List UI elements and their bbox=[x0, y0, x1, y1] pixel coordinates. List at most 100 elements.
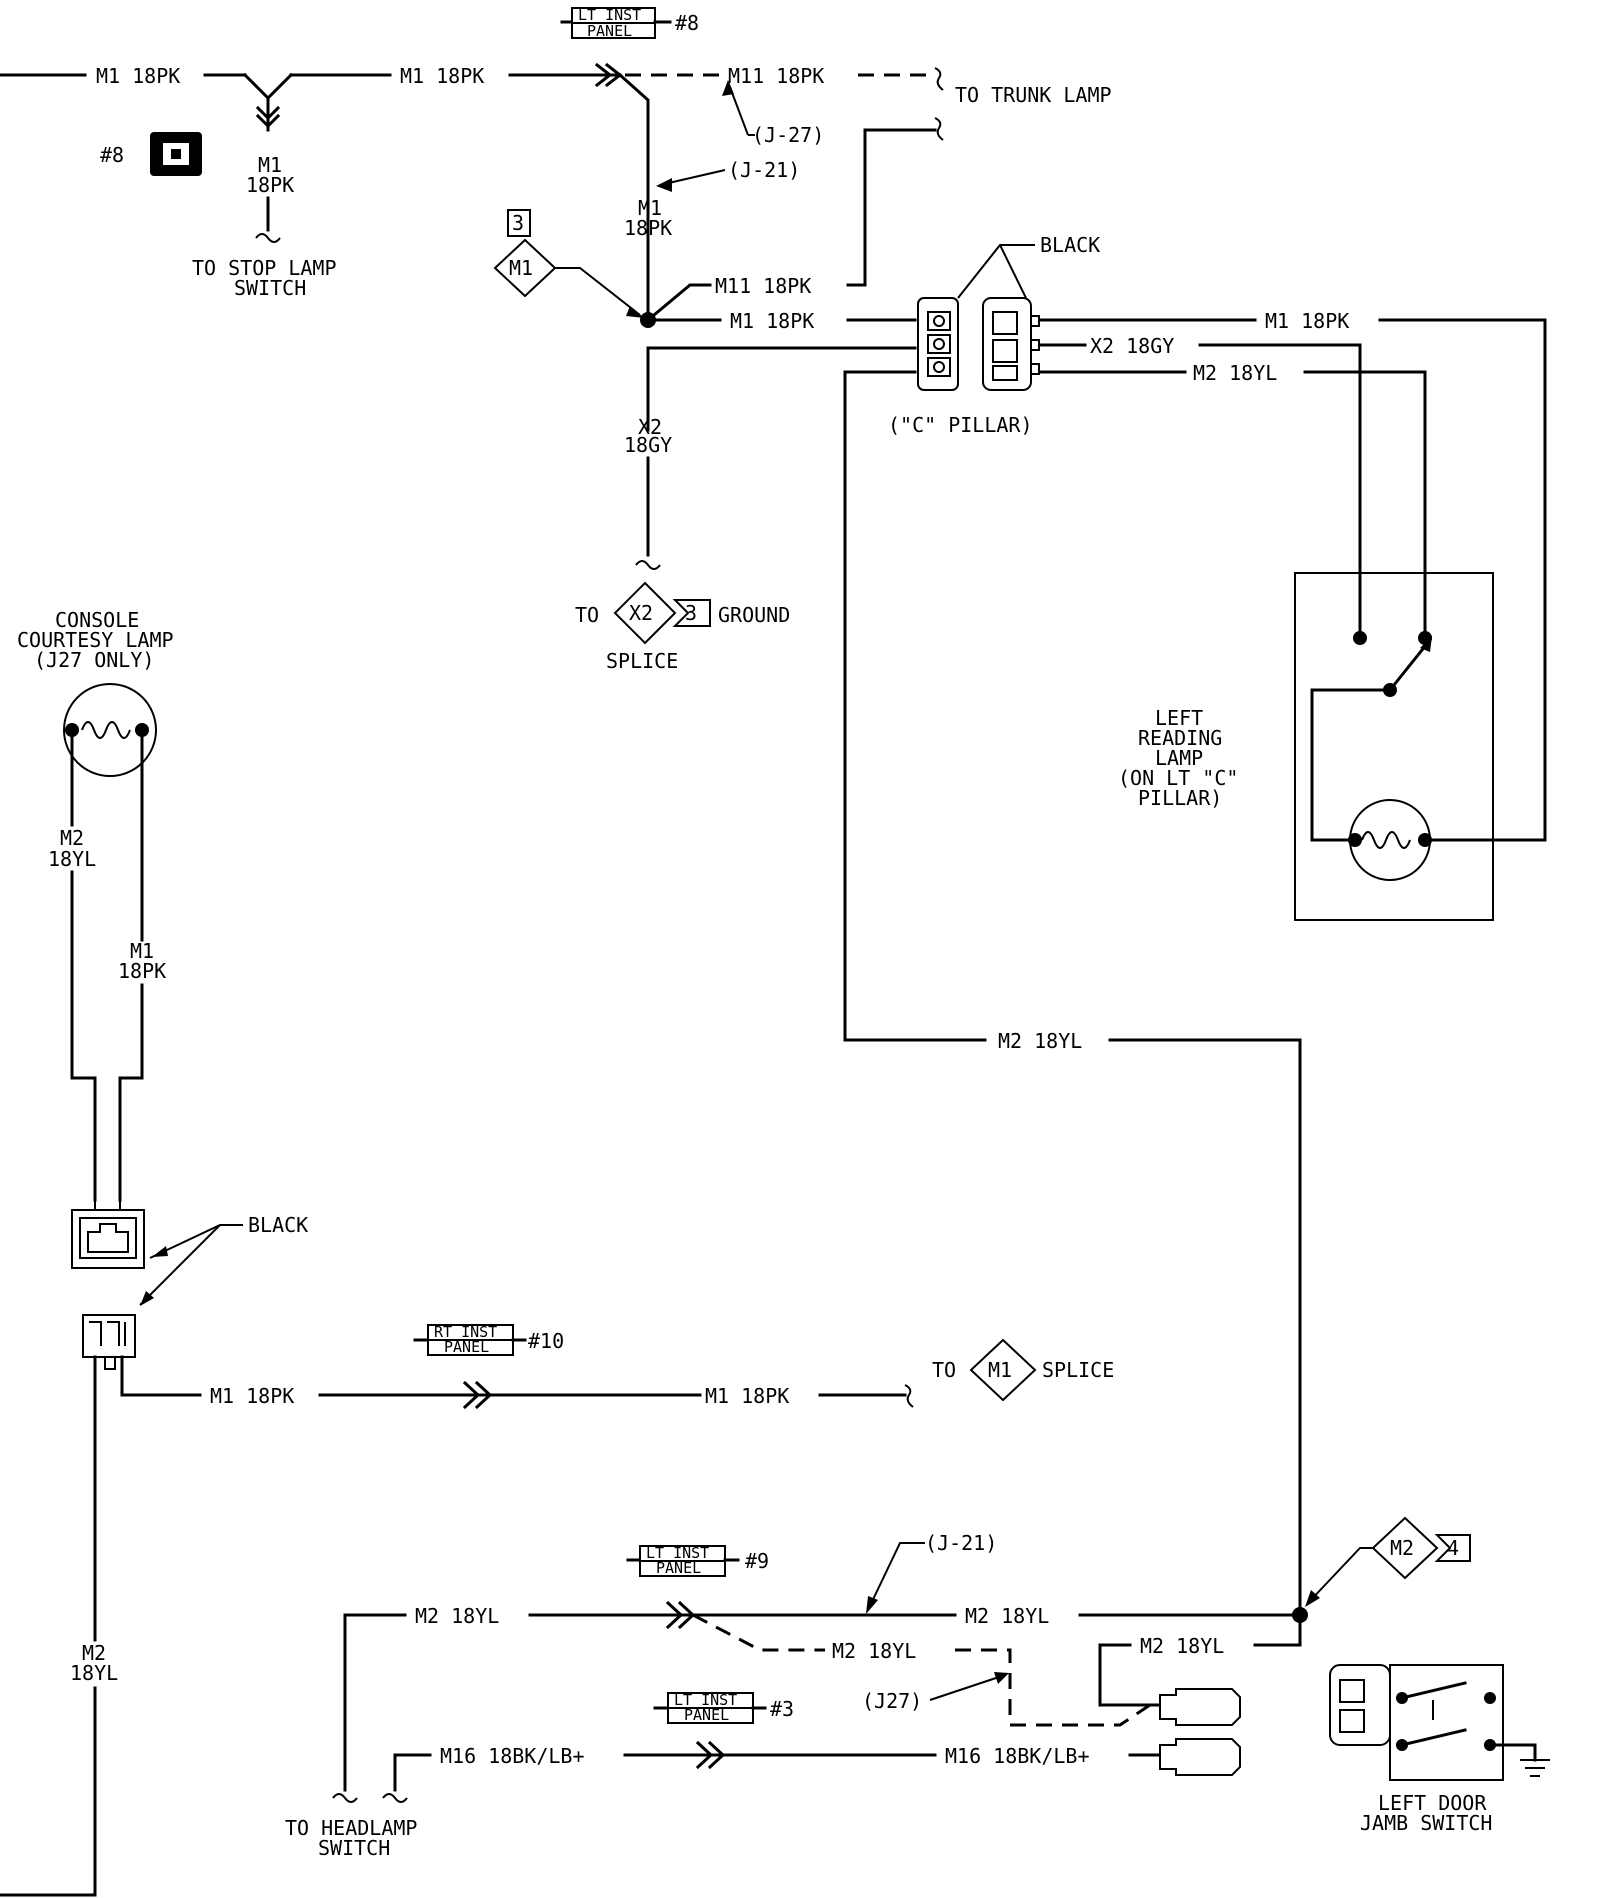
svg-text:18GY: 18GY bbox=[624, 433, 672, 457]
svg-text:SWITCH: SWITCH bbox=[318, 1836, 390, 1860]
wire-label-m16-left: M16 18BK/LB+ bbox=[440, 1744, 585, 1768]
svg-text:PANEL: PANEL bbox=[684, 1706, 729, 1724]
wire-label-m2-j27-dashed: M2 18YL bbox=[832, 1639, 916, 1663]
wire-label-m11-trunk: M11 18PK bbox=[728, 64, 824, 88]
splice-x2-diamond bbox=[613, 581, 677, 645]
variant-label-j21-bottom: (J-21) bbox=[925, 1531, 997, 1555]
to-headlamp-label: TO HEADLAMP bbox=[285, 1816, 417, 1840]
wire-label-m1-cpillar: M1 18PK bbox=[1265, 309, 1349, 333]
arrow-head-icon bbox=[626, 306, 644, 318]
reading-lamp-label: LEFT bbox=[1155, 706, 1203, 730]
console-lamp-label: CONSOLE bbox=[55, 608, 139, 632]
svg-text:18PK: 18PK bbox=[246, 173, 294, 197]
inline-connector-chevron bbox=[594, 62, 613, 88]
to-trunk-lamp-label: TO TRUNK LAMP bbox=[955, 83, 1112, 107]
console-lamp-bulb-icon bbox=[63, 683, 157, 777]
wire-label-m2-bottom-left: M2 18YL bbox=[415, 1604, 499, 1628]
svg-text:X2: X2 bbox=[629, 601, 653, 625]
wire-label-m1-splice-out: M1 18PK bbox=[730, 309, 814, 333]
svg-text:SWITCH: SWITCH bbox=[234, 276, 306, 300]
svg-text:(J27 ONLY): (J27 ONLY) bbox=[34, 648, 154, 672]
splice-label-x2: SPLICE bbox=[606, 649, 678, 673]
svg-text:TO: TO bbox=[575, 603, 599, 627]
reading-lamp-circuit: M1 18PK X2 18GY M2 18YL LEFT READING LAM… bbox=[1038, 309, 1547, 921]
arrow-head-icon bbox=[866, 1596, 878, 1614]
wire-label-m2-cpillar: M2 18YL bbox=[1193, 361, 1277, 385]
wire-label-m1-top-mid: M1 18PK bbox=[400, 64, 484, 88]
svg-text:3: 3 bbox=[685, 601, 697, 625]
wire-label-m2-to-terminal: M2 18YL bbox=[1140, 1634, 1224, 1658]
ground-label: GROUND bbox=[718, 603, 790, 627]
wire-label-m2-bottom-right: M2 18YL bbox=[965, 1604, 1049, 1628]
variant-label-j27: (J-27) bbox=[752, 123, 824, 147]
console-courtesy-lamp: CONSOLE COURTESY LAMP (J27 ONLY) M2 18YL… bbox=[0, 608, 1114, 1897]
top-m1-circuit: M1 18PK M1 18PK M11 18PK TO TRUNK LAMP (… bbox=[0, 6, 1112, 300]
svg-text:LAMP: LAMP bbox=[1155, 746, 1203, 770]
splice-label-m1: SPLICE bbox=[1042, 1358, 1114, 1382]
svg-text:PILLAR): PILLAR) bbox=[1138, 786, 1222, 810]
connector-num-9: #9 bbox=[745, 1549, 769, 1573]
arrow-head-icon bbox=[722, 80, 734, 96]
m2-return-wire: M2 18YL bbox=[843, 370, 1302, 1617]
splice-m2-diamond bbox=[1371, 1516, 1439, 1580]
svg-text:M2: M2 bbox=[60, 826, 84, 850]
svg-text:18YL: 18YL bbox=[70, 1661, 118, 1685]
connector-num-3: #3 bbox=[770, 1697, 794, 1721]
wire-label-m1-console: M1 18PK bbox=[210, 1384, 294, 1408]
svg-text:M1: M1 bbox=[130, 939, 154, 963]
variant-label-j21-top: (J-21) bbox=[728, 158, 800, 182]
wire-label-m11-mid: M11 18PK bbox=[715, 274, 811, 298]
variant-label-j27-bottom: (J27) bbox=[862, 1689, 922, 1713]
switch-arrow-icon bbox=[1420, 636, 1432, 652]
arrow-head-icon bbox=[1305, 1590, 1320, 1607]
svg-text:M1: M1 bbox=[638, 196, 662, 220]
svg-text:TO: TO bbox=[932, 1358, 956, 1382]
black-label-top: BLACK bbox=[1040, 233, 1100, 257]
svg-text:LT INST: LT INST bbox=[646, 1544, 709, 1562]
wire-label-x2-cpillar: X2 18GY bbox=[1090, 334, 1174, 358]
black-label-lower: BLACK bbox=[248, 1213, 308, 1237]
svg-text:PANEL: PANEL bbox=[444, 1338, 489, 1356]
door-jamb-terminal-upper bbox=[1159, 1688, 1241, 1726]
svg-text:PANEL: PANEL bbox=[587, 22, 632, 40]
c-pillar-label: ("C" PILLAR) bbox=[888, 413, 1033, 437]
svg-text:M1: M1 bbox=[988, 1358, 1012, 1382]
svg-text:(ON LT "C": (ON LT "C" bbox=[1118, 766, 1238, 790]
svg-text:3: 3 bbox=[512, 211, 524, 235]
connector-num-10: #10 bbox=[528, 1329, 564, 1353]
arrow-head-icon bbox=[140, 1291, 154, 1306]
arrow-head-icon bbox=[656, 178, 672, 192]
svg-text:18YL: 18YL bbox=[48, 847, 96, 871]
wire-label-m2-return: M2 18YL bbox=[998, 1029, 1082, 1053]
arrow-head-icon bbox=[994, 1672, 1009, 1684]
svg-text:RT INST: RT INST bbox=[434, 1323, 497, 1341]
svg-text:4: 4 bbox=[1447, 1536, 1459, 1560]
svg-text:JAMB SWITCH: JAMB SWITCH bbox=[1360, 1811, 1492, 1835]
reading-lamp-housing bbox=[1294, 572, 1494, 921]
splice-m1-diamond bbox=[493, 238, 557, 298]
svg-text:M2: M2 bbox=[1390, 1536, 1414, 1560]
c-pillar-connector: BLACK ("C" PILLAR) bbox=[888, 233, 1100, 437]
svg-text:M1: M1 bbox=[258, 153, 282, 177]
to-stop-lamp-label: TO STOP LAMP bbox=[192, 256, 337, 280]
door-jamb-circuit: M2 18YL M2 18YL (J-21) LT INST PANEL #9 … bbox=[285, 1516, 1550, 1860]
connector-num-8-left: #8 bbox=[100, 143, 124, 167]
door-jamb-switch-icon bbox=[1329, 1664, 1550, 1781]
arrow-head-icon bbox=[152, 1246, 168, 1257]
svg-text:X2: X2 bbox=[638, 415, 662, 439]
wire-label-m16-right: M16 18BK/LB+ bbox=[945, 1744, 1090, 1768]
wire-label-m1-console-2: M1 18PK bbox=[705, 1384, 789, 1408]
svg-text:PANEL: PANEL bbox=[656, 1559, 701, 1577]
svg-text:18PK: 18PK bbox=[624, 216, 672, 240]
connector-num-8-top: #8 bbox=[675, 11, 699, 35]
svg-text:LT INST: LT INST bbox=[674, 1691, 737, 1709]
m1-splice-branch: M1 18PK (J-21) 3 M1 M11 18PK M1 18PK X2 … bbox=[493, 72, 944, 673]
svg-text:READING: READING bbox=[1138, 726, 1222, 750]
svg-text:M2: M2 bbox=[82, 1641, 106, 1665]
svg-text:COURTESY LAMP: COURTESY LAMP bbox=[17, 628, 174, 652]
splice-m1-lower-diamond bbox=[969, 1338, 1037, 1402]
svg-text:M1: M1 bbox=[509, 256, 533, 280]
wire-label-m1-top-left: M1 18PK bbox=[96, 64, 180, 88]
svg-text:18PK: 18PK bbox=[118, 959, 166, 983]
